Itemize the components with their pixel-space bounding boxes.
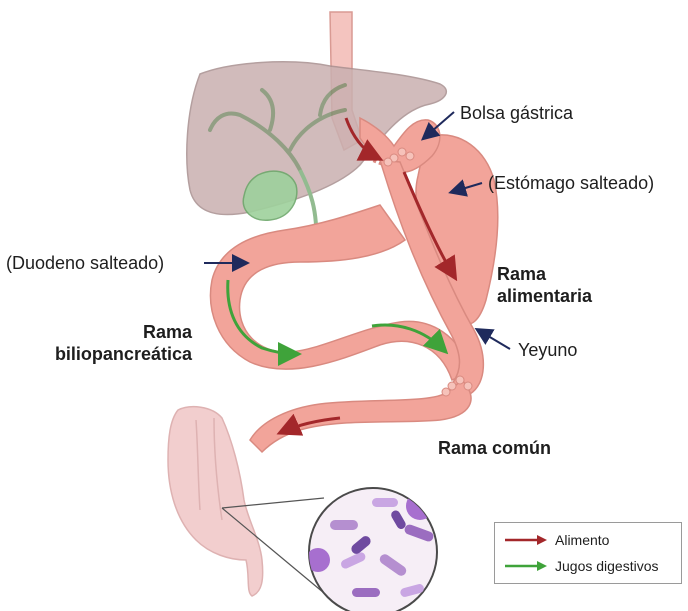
legend-item-alimento: Alimento — [503, 530, 609, 550]
label-rama-biliopancreatica-line2: biliopancreática — [30, 344, 192, 365]
label-rama-comun: Rama común — [438, 438, 551, 459]
label-estomago-salteado: (Estómago salteado) — [488, 173, 654, 194]
legend-label: Alimento — [555, 532, 609, 548]
legend-label: Jugos digestivos — [555, 558, 659, 574]
green-arrow-icon — [503, 561, 549, 571]
label-rama-alimentaria-line2: alimentaria — [497, 286, 592, 307]
legend-item-jugos-digestivos: Jugos digestivos — [503, 556, 659, 576]
legend: Alimento Jugos digestivos — [494, 522, 682, 584]
microbiota-lens — [306, 488, 437, 611]
label-rama-alimentaria-line1: Rama — [497, 264, 546, 285]
label-duodeno-salteado: (Duodeno salteado) — [6, 253, 164, 274]
label-bolsa-gastrica: Bolsa gástrica — [460, 103, 573, 124]
label-rama-biliopancreatica-line1: Rama — [40, 322, 192, 343]
label-yeyuno: Yeyuno — [518, 340, 577, 361]
colon — [168, 407, 263, 596]
red-arrow-icon — [503, 535, 549, 545]
